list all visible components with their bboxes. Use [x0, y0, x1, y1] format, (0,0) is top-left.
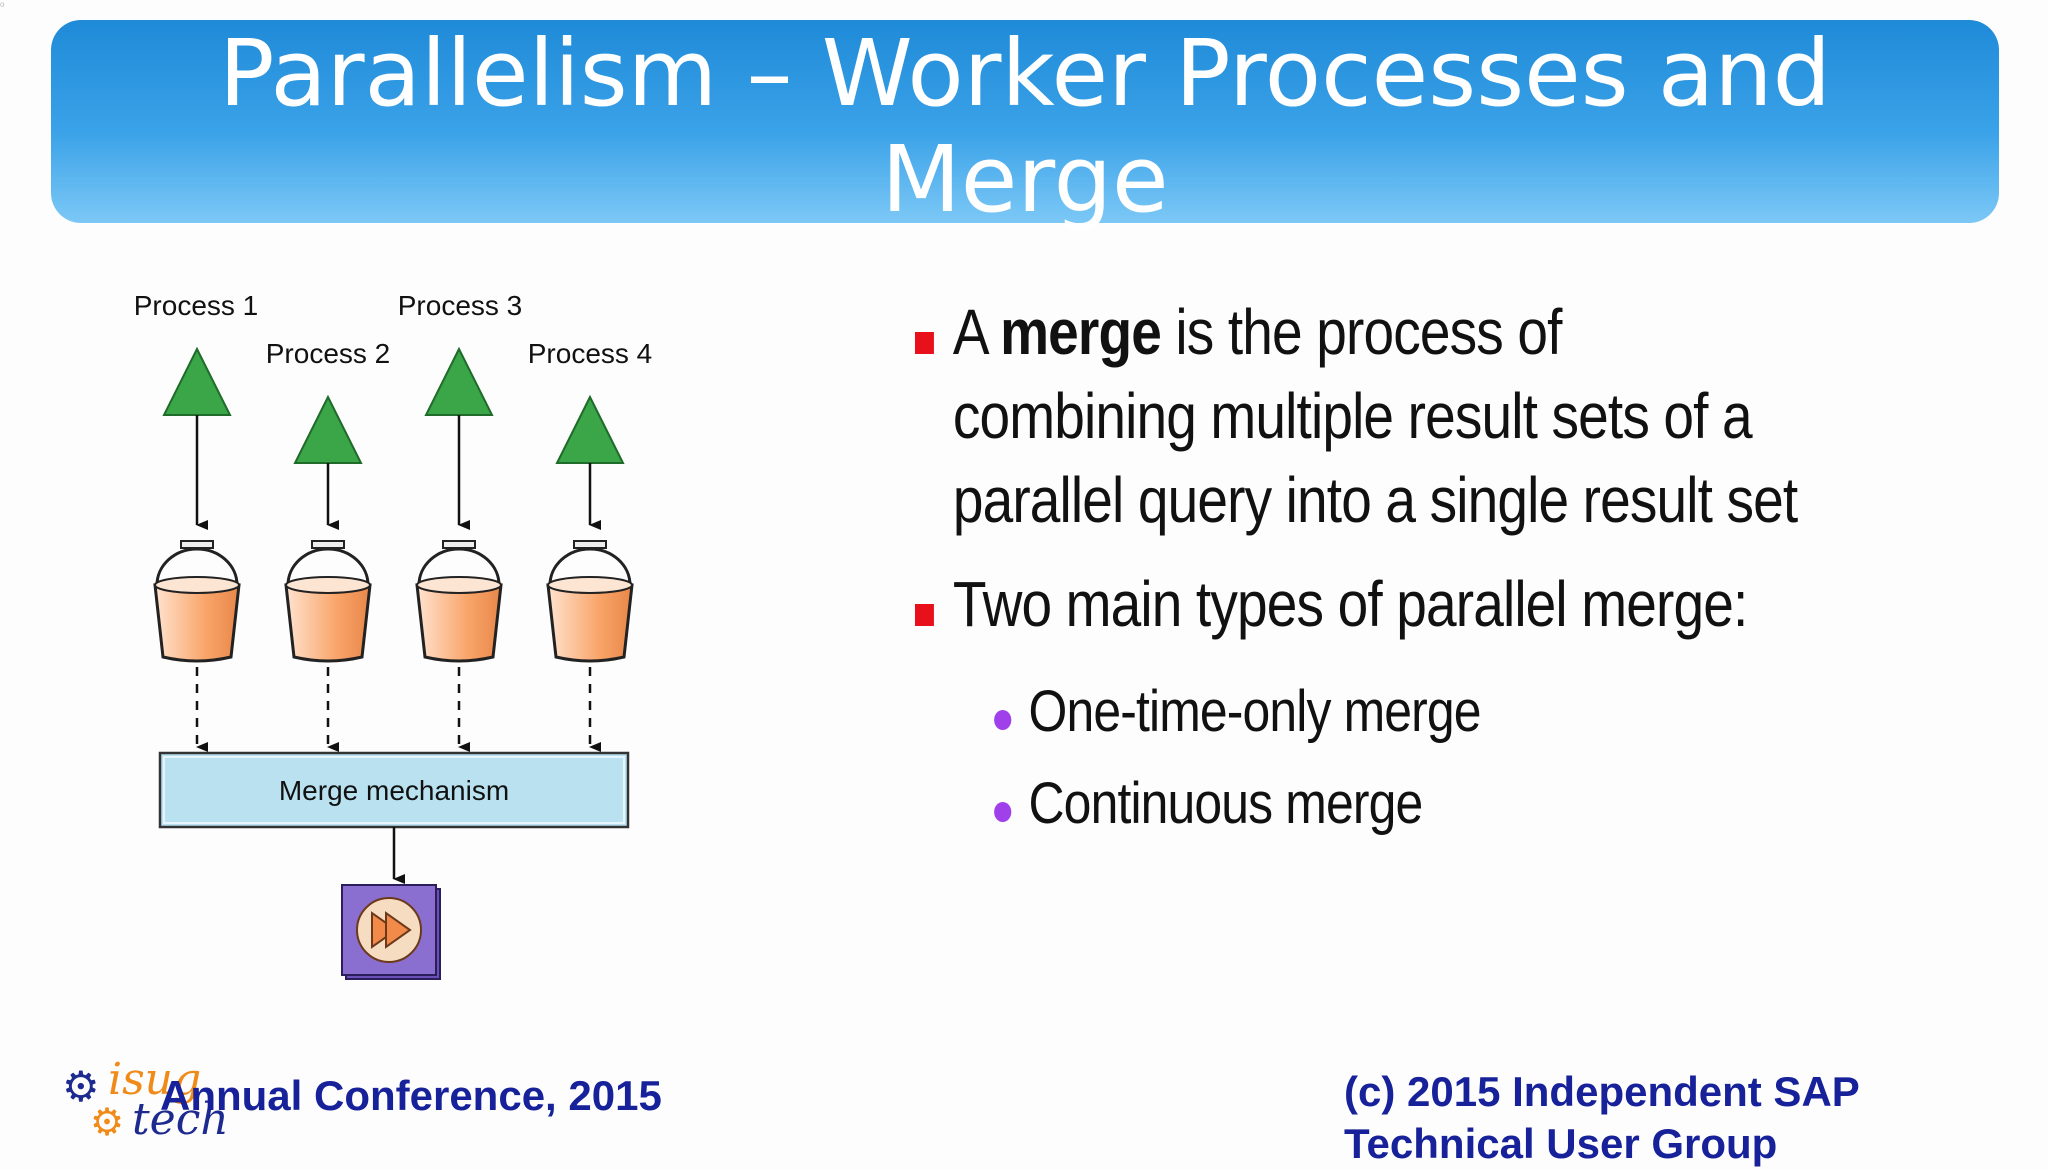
bullet2-text: Two main types of parallel merge: [952, 568, 1748, 640]
purple-dot-bullet-icon [994, 710, 1012, 730]
bucket-2-icon [284, 540, 372, 663]
gear-icon: ⚙ [62, 1063, 100, 1110]
process-4-triangle [555, 394, 625, 464]
corner-mark: o [0, 0, 5, 9]
slide-body: A merge is the process of combining mult… [915, 290, 1798, 850]
red-square-bullet-icon [915, 332, 934, 354]
logo-tech-text: tech [132, 1094, 229, 1145]
isug-tech-logo: ⚙ isug ⚙ tech [62, 1054, 229, 1148]
bucket-3-icon [415, 540, 503, 663]
slide-title: Parallelism – Worker Processes and Merge [218, 19, 1832, 233]
footer-copyright: (c) 2015 Independent SAP Technical User … [1344, 1068, 1860, 1167]
bullet1-prefix: A [952, 296, 1001, 368]
process-4-label: Process 4 [528, 338, 653, 369]
sub-item-2-text: Continuous merge [1028, 771, 1424, 836]
purple-dot-bullet-icon [994, 802, 1012, 822]
footer-conference: Annual Conference, 2015 [160, 1072, 662, 1119]
bullet-merge-definition: A merge is the process of combining mult… [915, 290, 1813, 542]
bullet-merge-types: Two main types of parallel merge: [915, 562, 1813, 646]
merged-output-icon [341, 884, 441, 980]
process-2-triangle [293, 394, 363, 464]
gear-icon: ⚙ [90, 1102, 125, 1144]
merge-mechanism-label: Merge mechanism [279, 775, 509, 806]
process-2-label: Process 2 [266, 338, 391, 369]
process-3-triangle [424, 346, 494, 416]
process-3-label: Process 3 [398, 290, 523, 321]
bucket-1-icon [153, 540, 241, 663]
sub-item-1-text: One-time-only merge [1028, 679, 1482, 744]
title-banner: Parallelism – Worker Processes and Merge [51, 20, 1999, 232]
process-1-triangle [162, 346, 232, 416]
red-square-bullet-icon [915, 604, 934, 626]
bullet1-bold-term: merge [1000, 296, 1162, 368]
sub-item-one-time-merge: One-time-only merge [915, 666, 1803, 758]
bucket-4-icon [546, 540, 634, 663]
parallel-merge-diagram: Process 1 Process 2 Process 3 Process 4 [120, 285, 680, 1005]
merge-mechanism-box [158, 751, 630, 829]
process-1-label: Process 1 [134, 290, 259, 321]
sub-item-continuous-merge: Continuous merge [915, 758, 1803, 850]
logo-isug-text: isug [108, 1054, 202, 1105]
bullet1-suffix: is the process of combining multiple res… [952, 296, 1798, 536]
